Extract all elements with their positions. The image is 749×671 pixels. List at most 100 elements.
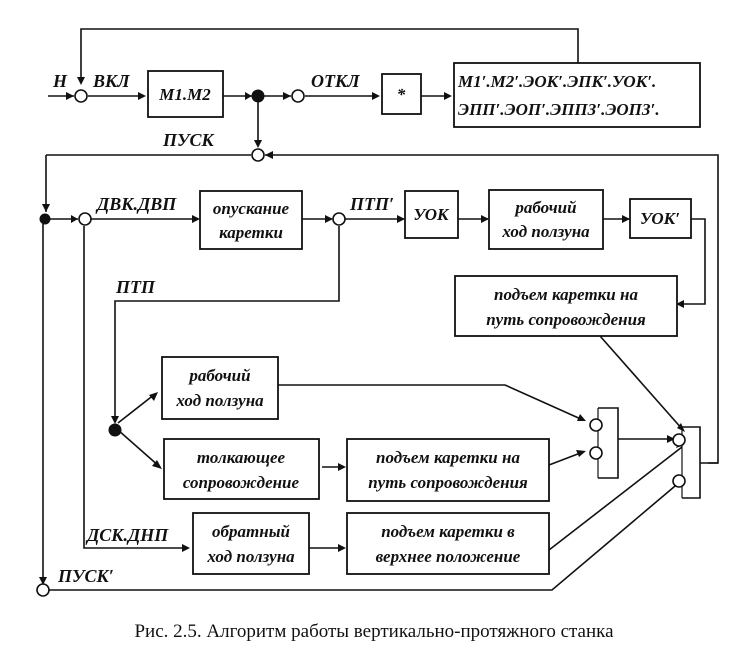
line-raisetop-or2	[548, 446, 683, 551]
arrowhead-icon	[397, 215, 405, 223]
arrowhead-icon	[149, 392, 158, 401]
or-gate-2-input-bottom	[672, 474, 686, 488]
line-uokp-raise1	[677, 218, 706, 305]
arrowhead-icon	[283, 92, 291, 100]
signal-labels: Н ВКЛ ОТКЛ ПУСК ДВК.ДВП ПТП′ ПТП ДСК.ДНП…	[52, 71, 394, 586]
arrowhead-icon	[265, 151, 273, 159]
block-raise-to-top-line1: подъем каретки в	[381, 522, 515, 541]
label-pusk-prime: ПУСК′	[57, 566, 114, 586]
block-raise-to-follow-2-line1: подъем каретки на	[376, 448, 520, 467]
block-reset-outputs-line2: ЭПП′.ЭОП′.ЭППЗ′.ЭОПЗ′.	[458, 100, 660, 119]
arrowhead-icon	[481, 215, 489, 223]
or-gate-2	[672, 426, 718, 499]
line-raise1-or2	[599, 335, 684, 431]
block-return-stroke-line2: ход ползуна	[206, 547, 295, 566]
or-gate-2-input-top	[672, 433, 686, 447]
block-uok-prime: УОК′	[629, 198, 692, 239]
node-dvk	[78, 212, 92, 226]
arrowhead-icon	[245, 92, 252, 100]
arrowhead-icon	[71, 215, 78, 223]
block-working-stroke-2: рабочий ход ползуна	[161, 356, 279, 420]
node-pusk-prime	[36, 583, 50, 597]
line-node2-dsk	[83, 226, 188, 549]
arrowhead-icon	[576, 450, 586, 457]
arrowhead-icon	[338, 463, 346, 471]
arrowhead-icon	[182, 544, 190, 552]
label-pusk: ПУСК	[162, 130, 216, 150]
arrowhead-icon	[138, 92, 146, 100]
label-ptp-prime: ПТП′	[349, 194, 394, 214]
line-raise2-or1	[548, 451, 584, 466]
block-m1m2: М1.М2	[147, 70, 224, 118]
block-return-stroke-line1: обратный	[212, 522, 290, 541]
block-pushing-follow: толкающее сопровождение	[163, 438, 320, 500]
block-return-stroke: обратный ход ползуна	[192, 512, 310, 575]
block-lower-carriage-line1: опускание	[213, 199, 290, 218]
block-working-stroke-1-line2: ход ползуна	[501, 222, 590, 241]
arrowhead-icon	[39, 577, 47, 585]
label-dvk-dvp: ДВК.ДВП	[95, 194, 177, 214]
line-work2-or1	[278, 384, 584, 421]
arrowhead-icon	[372, 92, 380, 100]
arrowhead-icon	[66, 92, 74, 100]
block-working-stroke-1-line1: рабочий	[513, 198, 576, 217]
block-star: *	[381, 73, 422, 115]
block-working-stroke-2-line2: ход ползуна	[175, 391, 264, 410]
junction-nodes	[36, 89, 346, 597]
line-dot-work2	[117, 393, 156, 424]
connections	[42, 28, 719, 591]
block-working-stroke-1: рабочий ход ползуна	[488, 189, 604, 250]
block-lower-carriage: опускание каретки	[199, 190, 303, 250]
block-working-stroke-2-line1: рабочий	[187, 366, 250, 385]
node-pusk	[251, 148, 265, 162]
label-ptp: ПТП	[115, 277, 156, 297]
block-uok-prime-text: УОК′	[640, 209, 680, 228]
arrowhead-icon	[444, 92, 452, 100]
node-vkl	[74, 89, 88, 103]
node-otkl	[291, 89, 305, 103]
block-uok: УОК	[404, 190, 459, 239]
label-otkl: ОТКЛ	[311, 71, 360, 91]
branch-dot-top	[251, 89, 265, 103]
label-h: Н	[52, 71, 68, 91]
arrowhead-icon	[622, 215, 630, 223]
block-uok-text: УОК	[413, 205, 450, 224]
block-lower-carriage-line2: каретки	[219, 223, 283, 242]
line-puskp-or2	[49, 480, 682, 591]
line-ptp-branch	[114, 226, 340, 422]
block-raise-to-top: подъем каретки в верхнее положение	[346, 512, 550, 575]
figure-caption: Рис. 2.5. Алгоритм работы вертикально-пр…	[134, 621, 614, 642]
block-raise-to-top-line2: верхнее положение	[376, 547, 521, 566]
block-pushing-follow-line2: сопровождение	[183, 473, 300, 492]
arrowhead-icon	[77, 77, 85, 85]
arrowhead-icon	[42, 204, 50, 212]
arrowhead-icon	[192, 215, 200, 223]
block-raise-to-follow-1-line2: путь сопровождения	[486, 310, 646, 329]
block-m1m2-text: М1.М2	[158, 85, 211, 104]
block-reset-outputs-line1: М1′.М2′.ЭОК′.ЭПК′.УОК′.	[457, 72, 656, 91]
block-raise-to-follow-1: подъем каретки на путь сопровождения	[454, 275, 678, 337]
block-raise-to-follow-1-line1: подъем каретки на	[494, 285, 638, 304]
arrowhead-icon	[325, 215, 333, 223]
or-gate-1	[589, 407, 619, 479]
arrowhead-icon	[677, 423, 685, 432]
block-pushing-follow-line1: толкающее	[197, 448, 286, 467]
or-gate-1-body	[598, 407, 619, 479]
or-gate-1-input-top	[589, 418, 603, 432]
block-raise-to-follow-2-line2: путь сопровождения	[368, 473, 528, 492]
node-ptp	[332, 212, 346, 226]
arrowhead-icon	[338, 544, 346, 552]
arrowhead-icon	[111, 416, 119, 424]
block-reset-outputs: М1′.М2′.ЭОК′.ЭПК′.УОК′. ЭПП′.ЭОП′.ЭППЗ′.…	[453, 62, 701, 128]
arrowhead-icon	[667, 435, 675, 443]
arrowhead-icon	[254, 140, 262, 148]
block-raise-to-follow-2: подъем каретки на путь сопровождения	[346, 438, 550, 502]
branch-dot-left	[39, 213, 51, 225]
branch-dot-ptp	[108, 423, 122, 437]
line-dot-push	[117, 429, 161, 468]
feedback-line-top	[80, 28, 579, 83]
block-star-text: *	[397, 85, 406, 104]
arrowhead-icon	[676, 300, 684, 308]
or-gate-1-input-bottom	[589, 446, 603, 460]
